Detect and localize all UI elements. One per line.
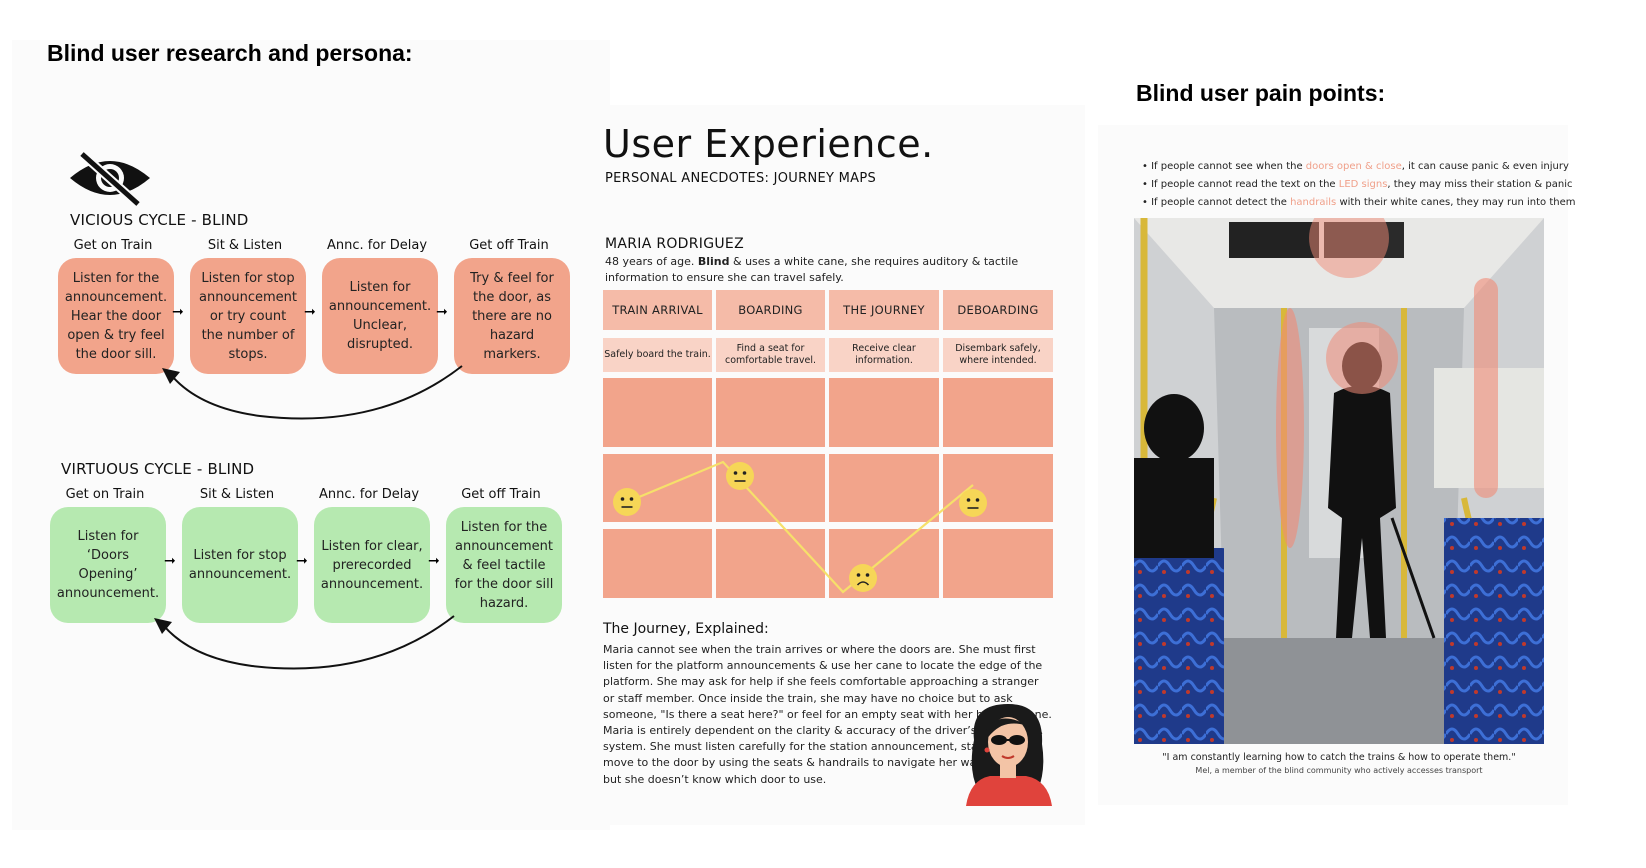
pain-point-item: • If people cannot read the text on the … bbox=[1142, 179, 1573, 190]
pain-point-item: • If people cannot detect the handrails … bbox=[1142, 197, 1576, 208]
virtuous-step-box: Listen for ‘Doors Opening’ announcement. bbox=[50, 507, 166, 623]
neutral-face-icon bbox=[725, 461, 755, 491]
neutral-face-icon bbox=[612, 487, 642, 517]
train-interior-image bbox=[1134, 218, 1544, 744]
sad-face-icon bbox=[848, 563, 878, 593]
persona-name: MARIA RODRIGUEZ bbox=[605, 236, 744, 252]
journey-cell bbox=[943, 529, 1053, 598]
user-quote: "I am constantly learning how to catch t… bbox=[1162, 752, 1516, 763]
virtuous-step-label: Sit & Listen bbox=[199, 487, 275, 502]
journey-cell bbox=[603, 378, 712, 447]
journey-explained-title: The Journey, Explained: bbox=[603, 621, 769, 637]
journey-goal: Safely board the train. bbox=[603, 338, 712, 372]
neutral-face-icon bbox=[958, 488, 988, 518]
journey-cell bbox=[943, 378, 1053, 447]
virtuous-loop-arrow bbox=[154, 615, 455, 670]
journey-cell bbox=[603, 529, 712, 598]
vicious-step-label: Get off Train bbox=[469, 238, 549, 253]
vicious-step-box: Listen for announcement. Unclear, disrup… bbox=[322, 258, 438, 374]
quote-attribution: Mel, a member of the blind community who… bbox=[1195, 766, 1483, 775]
arrow-right-icon: ➞ bbox=[304, 304, 316, 320]
eye-slash-icon bbox=[68, 150, 152, 208]
virtuous-step-box: Listen for stop announcement. bbox=[182, 507, 298, 623]
vicious-step-label: Get on Train bbox=[73, 238, 153, 253]
arrow-right-icon: ➞ bbox=[296, 553, 308, 569]
vicious-cycle-title: VICIOUS CYCLE - BLIND bbox=[70, 211, 249, 229]
journey-cell bbox=[716, 378, 825, 447]
journey-stage-header: BOARDING bbox=[716, 290, 825, 330]
ux-subtitle: PERSONAL ANECDOTES: JOURNEY MAPS bbox=[605, 171, 877, 186]
journey-cell bbox=[716, 529, 825, 598]
journey-goal: Receive clear information. bbox=[829, 338, 939, 372]
pain-points-heading: Blind user pain points: bbox=[1136, 80, 1386, 106]
vicious-step-label: Annc. for Delay bbox=[326, 238, 428, 253]
persona-avatar bbox=[960, 700, 1055, 806]
journey-goal: Find a seat for comfortable travel. bbox=[716, 338, 825, 372]
virtuous-step-label: Annc. for Delay bbox=[318, 487, 420, 502]
vicious-loop-arrow bbox=[162, 365, 463, 420]
ux-title: User Experience. bbox=[603, 122, 934, 166]
vicious-step-box: Listen for stop announcement or try coun… bbox=[190, 258, 306, 374]
virtuous-cycle-title: VIRTUOUS CYCLE - BLIND bbox=[61, 460, 255, 478]
journey-explained-body: Maria cannot see when the train arrives … bbox=[603, 643, 1052, 786]
journey-cell bbox=[829, 454, 939, 522]
arrow-right-icon: ➞ bbox=[428, 553, 440, 569]
journey-stage-header: DEBOARDING bbox=[943, 290, 1053, 330]
journey-goal: Disembark safely, where intended. bbox=[943, 338, 1053, 372]
emotion-line bbox=[626, 460, 974, 594]
pain-point-item: • If people cannot see when the doors op… bbox=[1142, 161, 1569, 172]
virtuous-step-box: Listen for the announcement & feel tacti… bbox=[446, 507, 562, 623]
research-heading: Blind user research and persona: bbox=[47, 40, 413, 66]
arrow-right-icon: ➞ bbox=[436, 304, 448, 320]
arrow-right-icon: ➞ bbox=[172, 304, 184, 320]
vicious-step-label: Sit & Listen bbox=[207, 238, 283, 253]
virtuous-step-label: Get on Train bbox=[65, 487, 145, 502]
journey-stage-header: TRAIN ARRIVAL bbox=[603, 290, 712, 330]
journey-cell bbox=[829, 529, 939, 598]
vicious-step-box: Try & feel for the door, as there are no… bbox=[454, 258, 570, 374]
journey-stage-header: THE JOURNEY bbox=[829, 290, 939, 330]
virtuous-step-box: Listen for clear, prerecorded announceme… bbox=[314, 507, 430, 623]
journey-cell bbox=[829, 378, 939, 447]
vicious-step-box: Listen for the announcement. Hear the do… bbox=[58, 258, 174, 374]
arrow-right-icon: ➞ bbox=[164, 553, 176, 569]
virtuous-step-label: Get off Train bbox=[461, 487, 541, 502]
persona-description: 48 years of age. Blind & uses a white ca… bbox=[605, 255, 1019, 284]
